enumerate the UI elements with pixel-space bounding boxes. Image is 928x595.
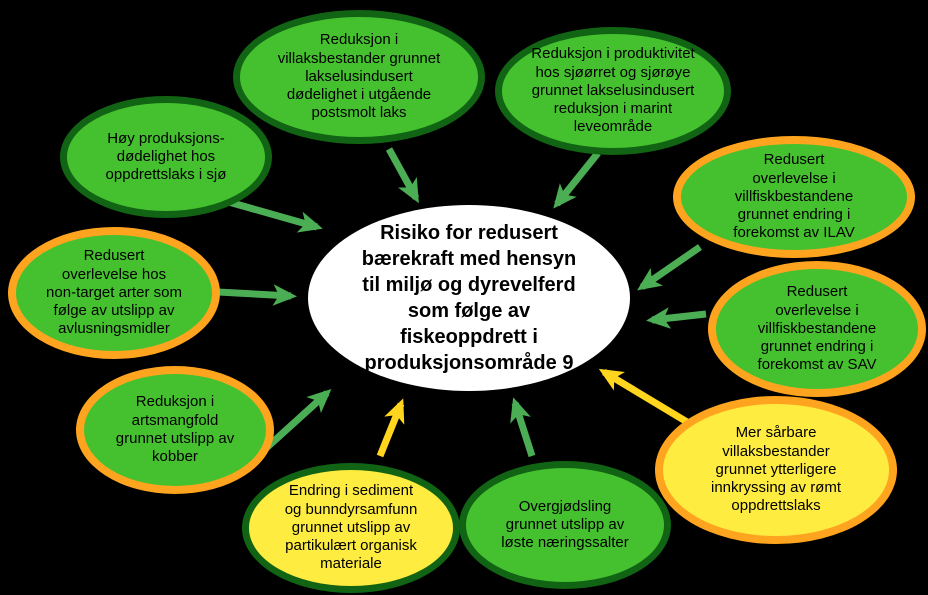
node-sav-wild-fish: Redusert overlevelse i villfiskbestanden… xyxy=(708,261,926,397)
arrow-from-postsmolt-node xyxy=(385,147,420,204)
arrow-from-sea-trout-node xyxy=(553,150,601,209)
node-eutrophication: Overgjødsling grunnet utslipp av løste n… xyxy=(459,461,671,589)
center-risk-statement-text: Risiko for redusert bærekraft med hensyn… xyxy=(361,222,577,374)
node-eutrophication-label: Overgjødsling grunnet utslipp av løste n… xyxy=(501,497,629,552)
node-sea-trout-productivity-label: Reduksjon i produktivitet hos sjøørret o… xyxy=(531,45,695,136)
node-copper-biodiversity: Reduksjon i artsmangfold grunnet utslipp… xyxy=(76,366,274,494)
node-escaped-salmon-introgression: Mer sårbare villaksbestander grunnet ytt… xyxy=(655,396,897,544)
node-sav-wild-fish-label: Redusert overlevelse i villfiskbestanden… xyxy=(757,283,877,374)
node-farmed-salmon-mortality: Høy produksjons- dødelighet hos oppdrett… xyxy=(60,96,272,218)
node-sediment-benthic-change-label: Endring i sediment og bunndyrsamfunn gru… xyxy=(284,482,418,573)
node-farmed-salmon-mortality-label: Høy produksjons- dødelighet hos oppdrett… xyxy=(105,129,227,184)
node-sea-trout-productivity: Reduksjon i produktivitet hos sjøørret o… xyxy=(495,27,731,155)
node-copper-biodiversity-label: Reduksjon i artsmangfold grunnet utslipp… xyxy=(115,393,235,466)
arrow-from-sediment-node xyxy=(376,398,405,458)
node-sediment-benthic-change: Endring i sediment og bunndyrsamfunn gru… xyxy=(242,463,460,593)
node-postsmolt-mortality-label: Reduksjon i villaksbestander grunnet lak… xyxy=(277,31,441,122)
node-non-target-species-label: Redusert overlevelse hos non-target arte… xyxy=(46,247,182,338)
arrow-from-sav-node xyxy=(646,307,707,329)
node-postsmolt-mortality: Reduksjon i villaksbestander grunnet lak… xyxy=(233,10,485,144)
node-ilav-wild-fish-label: Redusert overlevelse i villfiskbestanden… xyxy=(733,151,855,242)
node-non-target-species: Redusert overlevelse hos non-target arte… xyxy=(8,227,220,359)
node-escaped-salmon-introgression-label: Mer sårbare villaksbestander grunnet ytt… xyxy=(710,424,842,515)
arrow-from-copper-node xyxy=(260,388,332,454)
node-ilav-wild-fish: Redusert overlevelse i villfiskbestanden… xyxy=(673,136,915,258)
center-risk-statement: Risiko for redusert bærekraft med hensyn… xyxy=(308,205,630,391)
arrow-from-eutrophication-node xyxy=(510,397,536,458)
arrow-from-non-target-node xyxy=(217,284,297,306)
arrow-from-ilav-node xyxy=(637,244,702,291)
